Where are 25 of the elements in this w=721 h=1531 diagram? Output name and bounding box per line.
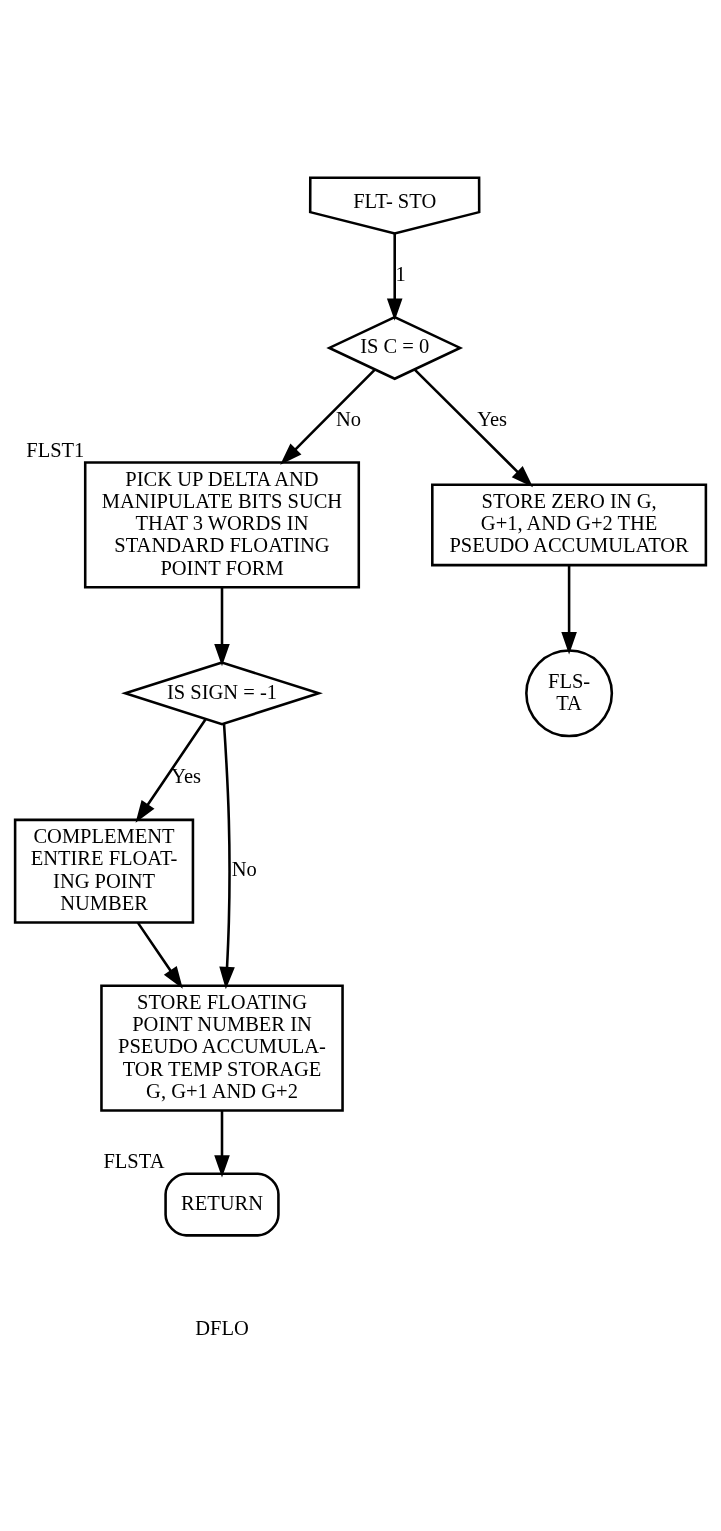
arrow	[561, 565, 577, 654]
edge-label: Yes	[171, 764, 202, 787]
edge-label: Yes	[477, 407, 508, 430]
label: DFLO	[195, 1316, 249, 1339]
arrow	[136, 921, 183, 989]
arrow	[214, 1110, 230, 1177]
node-diamond: IS C = 0	[326, 315, 464, 380]
node-label: FLSTA	[103, 1149, 165, 1172]
edge-label: No	[231, 857, 257, 880]
node-box: RETURN	[164, 1172, 280, 1237]
node-circle: FLS- TA	[525, 648, 614, 737]
node-diamond: IS SIGN = -1	[121, 660, 323, 725]
node-box: COMPLEMENT ENTIRE FLOAT- ING POINT NUMBER	[13, 818, 195, 924]
arrow	[413, 368, 534, 487]
arrow	[214, 587, 230, 666]
node-box: STORE FLOATING POINT NUMBER IN PSEUDO ACCUMULA- TOR TEMP STORAGE G, G+1 AND G+2	[100, 983, 344, 1112]
node-label: FLST1	[26, 438, 85, 461]
arrow	[280, 368, 376, 465]
node-box: STORE ZERO IN G, G+1, AND G+2 THE PSEUDO ACCUMULATOR	[431, 482, 708, 566]
arrow	[386, 233, 403, 321]
arrow	[219, 723, 235, 989]
arrow	[135, 718, 207, 823]
edge-label: 1	[395, 262, 406, 285]
edge-label: No	[336, 407, 362, 430]
node-box: PICK UP DELTA AND MANIPULATE BITS SUCH THAT 3 WORDS IN STANDARD FLOATING POINT FORM	[83, 460, 361, 589]
